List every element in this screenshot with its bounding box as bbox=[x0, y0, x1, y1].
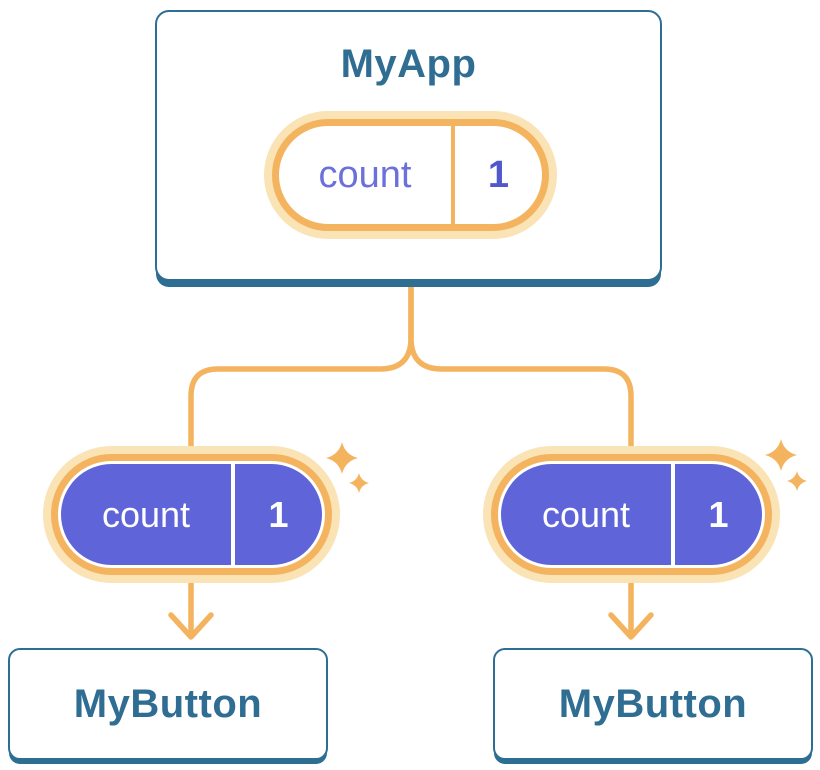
prop-pill: count 1 bbox=[51, 454, 332, 575]
myapp-title: MyApp bbox=[340, 42, 477, 86]
tree-connector-right-icon bbox=[408, 275, 634, 638]
sparkle-icon-small bbox=[787, 471, 807, 491]
prop-pill-core: count 1 bbox=[501, 464, 762, 565]
mybutton-title: MyButton bbox=[73, 681, 263, 726]
arrow-down-icon bbox=[608, 612, 654, 640]
prop-pill-core: count 1 bbox=[61, 464, 322, 565]
mybutton-title: MyButton bbox=[558, 681, 748, 726]
prop-name-label: count bbox=[541, 493, 631, 535]
mybutton-card: MyButton bbox=[8, 648, 328, 760]
state-pill: count 1 bbox=[272, 119, 549, 231]
tree-connector-left-icon bbox=[188, 275, 414, 638]
sparkle-icon-large bbox=[326, 442, 358, 474]
myapp-card: MyApp bbox=[155, 10, 662, 281]
arrow-down-icon bbox=[168, 612, 214, 640]
state-value: 1 bbox=[487, 153, 510, 196]
state-name-label: count bbox=[318, 153, 412, 196]
prop-pill: count 1 bbox=[491, 454, 772, 575]
pill-divider bbox=[231, 464, 235, 565]
mybutton-card: MyButton bbox=[493, 648, 813, 760]
sparkle-icon-small bbox=[349, 473, 369, 493]
sparkle-icon-large bbox=[765, 439, 797, 471]
prop-name-label: count bbox=[101, 493, 191, 535]
prop-value: 1 bbox=[708, 493, 729, 535]
prop-value: 1 bbox=[268, 493, 289, 535]
pill-divider bbox=[671, 464, 675, 565]
pill-divider bbox=[451, 126, 455, 224]
